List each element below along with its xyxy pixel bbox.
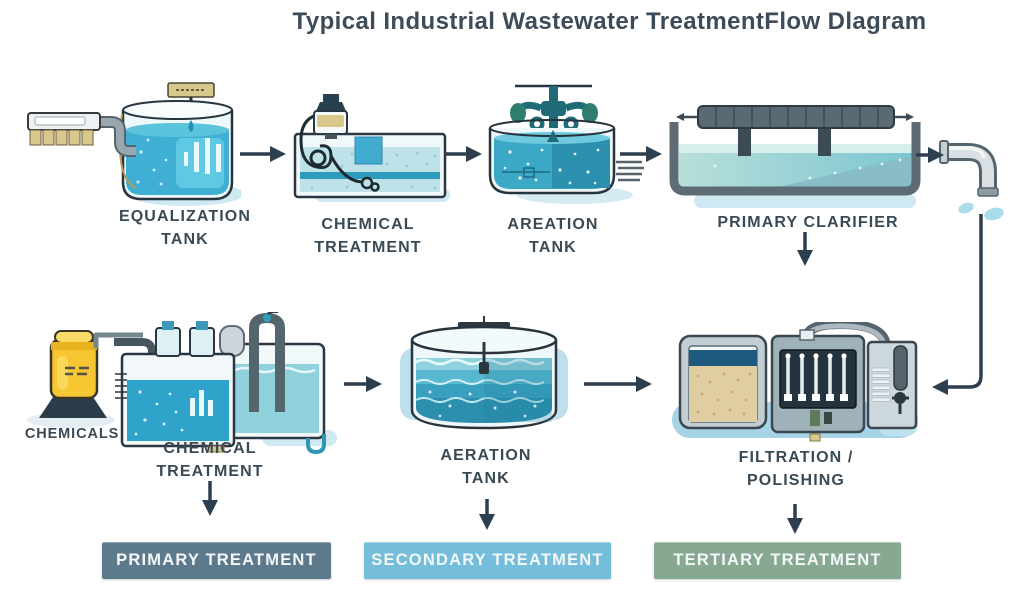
label-line: CHEMICALS xyxy=(24,426,120,442)
equalization-tank-icon xyxy=(27,82,241,206)
label-line: FILTRATION / xyxy=(738,449,854,466)
label-line: CHEMICAL xyxy=(321,216,415,233)
label-chemical-treatment-bottom: CHEMICAL TREATMENT xyxy=(156,437,263,483)
stage-badge-secondary: SECONDARY TREATMENT xyxy=(364,542,611,579)
stage-badge-label: PRIMARY TREATMENT xyxy=(116,551,317,569)
inlet-grate xyxy=(29,129,94,146)
arrow-outlet-to-filtration xyxy=(931,214,983,396)
aeration-tank-bottom-icon xyxy=(400,316,568,430)
label-line: TREATMENT xyxy=(314,239,422,257)
label-aeration-tank-top: AREATION TANK xyxy=(507,213,598,259)
primary-clarifier-icon xyxy=(669,105,921,208)
label-filtration-polishing: FILTRATION / POLISHING xyxy=(739,446,854,492)
label-chemical-treatment-top: CHEMICAL TREATMENT xyxy=(314,213,421,259)
chemicals-drum-icon xyxy=(27,330,115,428)
label-line: TANK xyxy=(529,239,577,257)
chemical-treatment-bottom-icon xyxy=(114,312,337,454)
filter-candles xyxy=(784,353,848,401)
label-line: PRIMARY CLARIFIER xyxy=(717,214,899,231)
label-line: EQUALIZATION xyxy=(118,208,252,225)
label-line: AERATION xyxy=(440,447,532,464)
label-aeration-tank-bottom: AERATION TANK xyxy=(440,444,531,490)
diagram-title: Typical Industrial Wastewater TreatmentF… xyxy=(292,8,927,35)
stage-badge-tertiary: TERTIARY TREATMENT xyxy=(654,542,901,579)
label-line: POLISHING xyxy=(747,472,845,490)
stage-badge-label: SECONDARY TREATMENT xyxy=(371,551,604,569)
aeration-tank-top-icon xyxy=(488,84,644,204)
outlet-pipe-icon xyxy=(939,140,1004,221)
stage-badge-label: TERTIARY TREATMENT xyxy=(673,551,882,569)
label-line: TREATMENT xyxy=(156,463,264,481)
label-line: AREATION xyxy=(507,216,599,233)
label-line: TANK xyxy=(462,470,510,488)
stage-badge-primary: PRIMARY TREATMENT xyxy=(102,542,331,579)
chemical-treatment-top-icon xyxy=(293,94,450,202)
label-primary-clarifier: PRIMARY CLARIFIER xyxy=(717,211,898,234)
label-line: TANK xyxy=(161,231,209,249)
label-line: CHEMICAL xyxy=(163,440,257,457)
label-equalization-tank: EQUALIZATION TANK xyxy=(119,205,251,251)
filtration-polishing-icon xyxy=(672,322,918,442)
chemicals-feed-pipe xyxy=(93,332,143,348)
label-chemicals: CHEMICALS xyxy=(25,424,119,445)
